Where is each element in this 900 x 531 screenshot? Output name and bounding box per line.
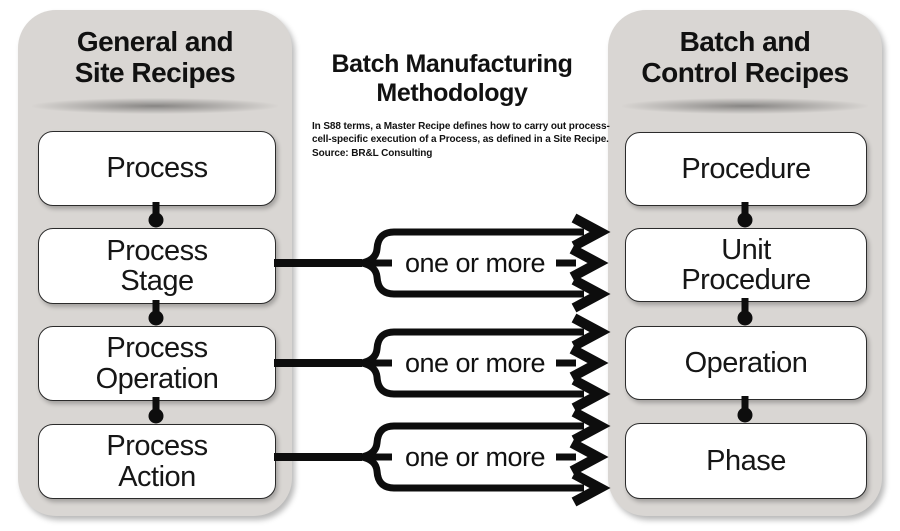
arrowhead-icon	[571, 407, 611, 445]
connector-dot	[148, 310, 164, 326]
left-panel-header-shadow	[32, 98, 278, 114]
arrowhead-icon	[569, 344, 609, 382]
node-process-operation-line2: Operation	[95, 362, 219, 395]
left-vertical-connectors	[148, 202, 164, 424]
relationship-label-action: one or more	[404, 442, 546, 472]
branch-bottom	[361, 453, 584, 492]
diagram-note-line2: cell-specific execution of a Process, as…	[312, 134, 609, 146]
connector-dot	[737, 212, 753, 228]
left-panel-title: General and Site Recipes	[18, 10, 292, 89]
left-panel-title-line2: Site Recipes	[74, 57, 236, 89]
arrow-group-stage	[274, 213, 611, 313]
node-process: Process	[38, 131, 276, 206]
branch-bottom	[361, 259, 584, 298]
connector-dot	[737, 407, 753, 423]
connector-dot	[737, 310, 753, 326]
diagram-title-line2: Methodology	[376, 78, 528, 107]
right-panel-title-line1: Batch and	[679, 26, 811, 57]
node-process-action-line1: Process	[106, 430, 208, 463]
connector-dot	[148, 212, 164, 228]
node-process-action-line2: Action	[118, 460, 196, 493]
right-panel-title: Batch and Control Recipes	[608, 10, 882, 89]
relationship-label-operation: one or more	[404, 348, 546, 378]
relationship-label-stage: one or more	[404, 248, 546, 278]
arrowhead-icon	[571, 313, 611, 351]
diagram-title: Batch Manufacturing Methodology	[300, 50, 604, 108]
branch-bottom	[361, 359, 584, 398]
node-phase-label: Phase	[706, 444, 786, 477]
node-phase: Phase	[625, 423, 867, 499]
arrowhead-icon	[571, 375, 611, 413]
node-process-stage-line1: Process	[106, 234, 208, 267]
connector-dot	[148, 408, 164, 424]
right-panel-header-shadow	[622, 98, 868, 114]
arrow-group-operation	[274, 313, 611, 413]
node-procedure: Procedure	[625, 132, 867, 206]
diagram-note-line1: In S88 terms, a Master Recipe defines ho…	[312, 121, 610, 132]
node-unit-procedure: Unit Procedure	[625, 228, 867, 302]
arrowhead-icon	[569, 438, 609, 476]
arrowhead-icon	[571, 275, 611, 313]
node-process-label: Process	[106, 152, 208, 185]
arrowhead-icon	[571, 469, 611, 507]
node-unit-procedure-line2: Procedure	[681, 264, 811, 296]
arrowhead-icon	[569, 244, 609, 282]
arrow-group-action	[274, 407, 611, 507]
node-process-operation: Process Operation	[38, 326, 276, 401]
node-operation: Operation	[625, 326, 867, 400]
node-process-operation-line1: Process	[106, 332, 208, 365]
node-operation-label: Operation	[684, 346, 808, 379]
node-unit-procedure-line1: Unit	[721, 233, 771, 266]
node-procedure-label: Procedure	[681, 152, 811, 185]
diagram-note: In S88 terms, a Master Recipe defines ho…	[312, 120, 612, 160]
node-process-stage: Process Stage	[38, 228, 276, 304]
diagram-note-source: Source: BR&L Consulting	[312, 147, 433, 159]
left-panel-title-line1: General and	[76, 26, 234, 57]
diagram-title-line1: Batch Manufacturing	[331, 50, 573, 78]
node-process-action: Process Action	[38, 424, 276, 499]
node-process-stage-line2: Stage	[120, 265, 194, 297]
right-vertical-connectors	[737, 202, 753, 423]
arrowhead-icon	[571, 213, 611, 251]
right-panel-title-line2: Control Recipes	[641, 57, 849, 89]
